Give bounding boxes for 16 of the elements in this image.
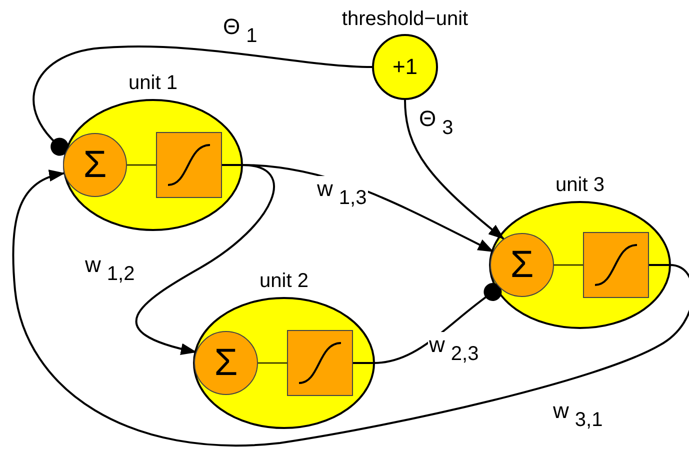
connector-line	[258, 362, 288, 364]
unit-label: unit 3	[556, 174, 604, 196]
unit-label: threshold−unit	[342, 8, 468, 30]
threshold-circle: +1	[372, 34, 438, 100]
activation-box	[287, 330, 353, 396]
arrow	[12, 170, 689, 446]
connector-line	[32, 46, 372, 156]
unit-label: unit 1	[128, 72, 178, 94]
activation-box	[583, 232, 649, 298]
activation-box	[156, 132, 222, 198]
connector-line	[126, 164, 156, 166]
connector-line	[554, 264, 584, 266]
arrow	[404, 100, 504, 240]
unit-label: unit 2	[260, 270, 308, 292]
connector-line	[353, 283, 502, 364]
arrow	[135, 164, 275, 354]
